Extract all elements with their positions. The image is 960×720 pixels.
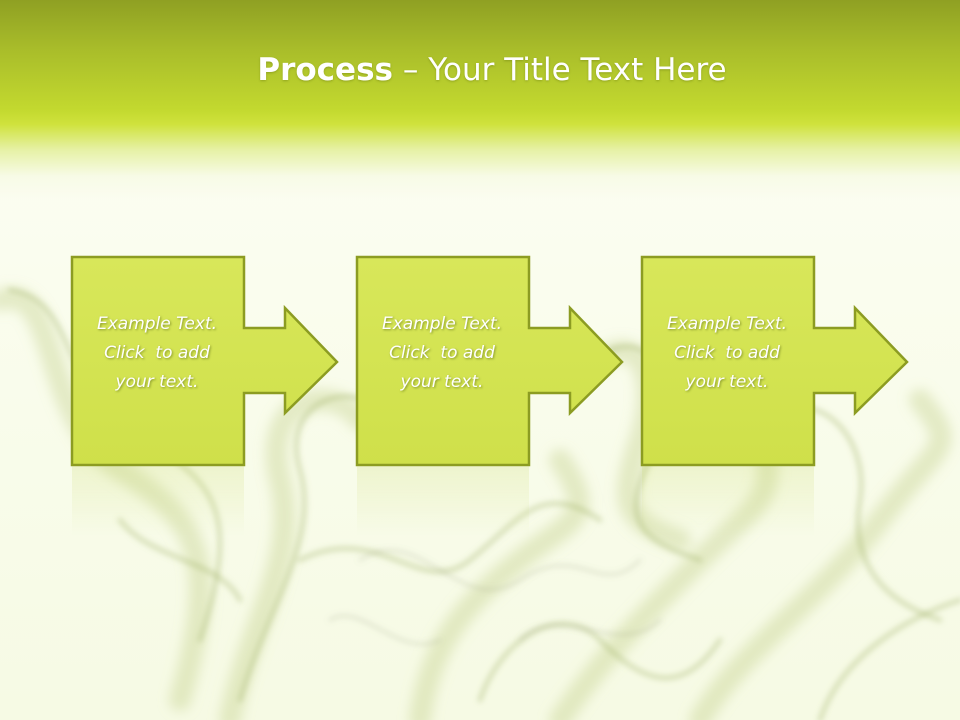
header-band (0, 0, 960, 200)
step-text-line-3: your text. (685, 372, 769, 392)
process-step-3[interactable]: Example Text. Click to add your text. (640, 255, 909, 467)
step-text-line-2: Click to add (674, 343, 780, 363)
step-text-line-3: your text. (115, 372, 199, 392)
step-text-line-1: Example Text. (666, 314, 788, 334)
arrow-shape (70, 255, 339, 467)
title-bold-part: Process (257, 52, 393, 88)
step-text-line-2: Click to add (104, 343, 210, 363)
process-step-2[interactable]: Example Text. Click to add your text. (355, 255, 624, 467)
step-text-line-3: your text. (400, 372, 484, 392)
slide-title[interactable]: Process – Your Title Text Here (0, 52, 960, 88)
process-step-1[interactable]: Example Text. Click to add your text. (70, 255, 339, 467)
step-text-line-1: Example Text. (96, 314, 218, 334)
step-text-line-2: Click to add (389, 343, 495, 363)
step-reflection-2 (357, 466, 529, 536)
step-text[interactable]: Example Text. Click to add your text. (641, 310, 813, 397)
title-rest-part: – Your Title Text Here (393, 52, 727, 88)
arrow-shape (355, 255, 624, 467)
step-text[interactable]: Example Text. Click to add your text. (71, 310, 243, 397)
step-reflection-1 (72, 466, 244, 536)
step-reflection-3 (642, 466, 814, 536)
step-text-line-1: Example Text. (381, 314, 503, 334)
arrow-shape (640, 255, 909, 467)
step-text[interactable]: Example Text. Click to add your text. (356, 310, 528, 397)
